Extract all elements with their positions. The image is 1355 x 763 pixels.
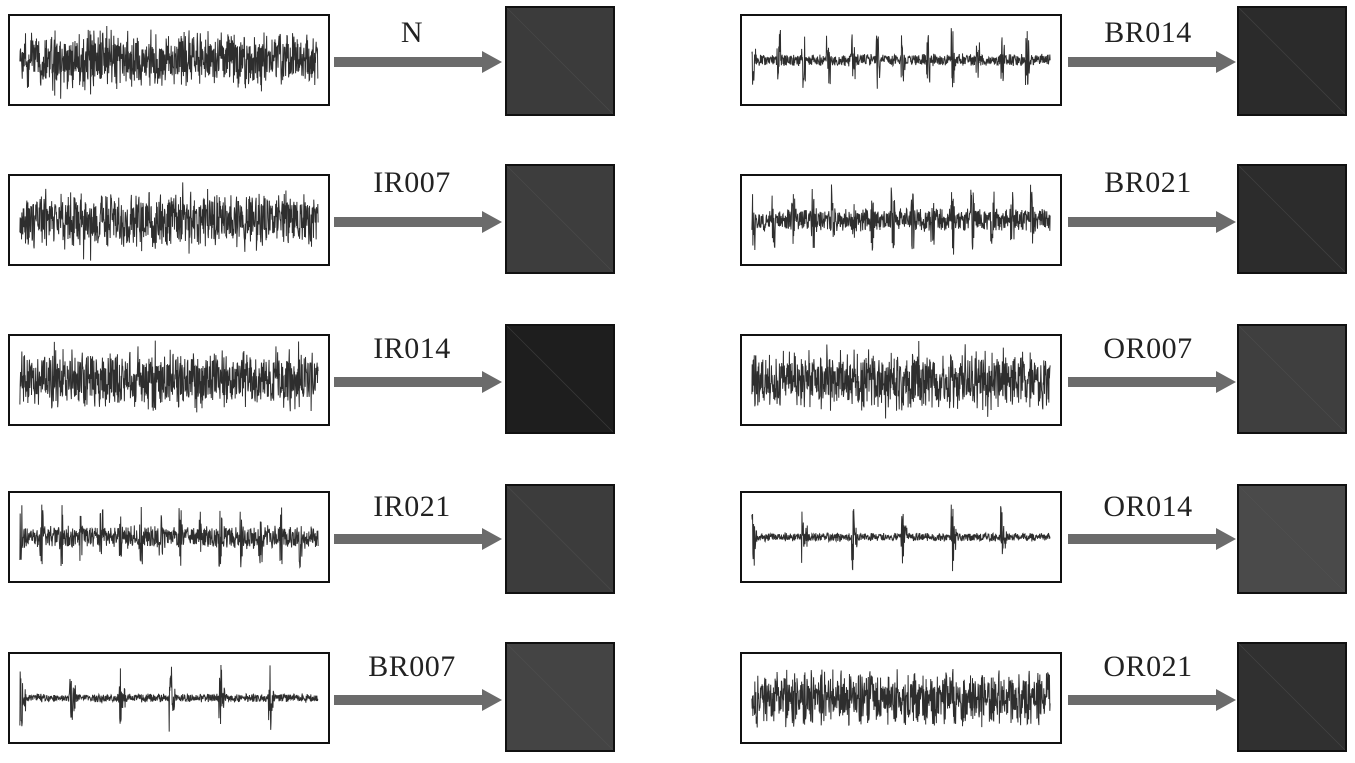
waveform-trace (751, 668, 1051, 728)
signal-waveform (8, 174, 330, 266)
arrow-right-icon (334, 51, 502, 73)
signal-waveform (8, 334, 330, 426)
output-image (505, 324, 615, 434)
class-label: IR021 (373, 490, 451, 523)
waveform-trace (19, 26, 319, 99)
output-image (505, 642, 615, 752)
waveform-trace (751, 184, 1051, 255)
arrow-right-icon (334, 528, 502, 550)
signal-waveform (740, 14, 1062, 106)
output-image (1237, 164, 1347, 274)
class-label: OR007 (1103, 332, 1193, 365)
output-image (1237, 6, 1347, 116)
output-image (505, 484, 615, 594)
class-label: BR014 (1104, 16, 1192, 49)
output-image (1237, 484, 1347, 594)
signal-waveform (740, 334, 1062, 426)
arrow-right-icon (1068, 689, 1236, 711)
output-image (1237, 324, 1347, 434)
arrow-right-icon (334, 211, 502, 233)
class-label: OR021 (1103, 650, 1193, 683)
class-label: IR007 (373, 166, 451, 199)
arrow-right-icon (1068, 51, 1236, 73)
waveform-trace (751, 28, 1051, 89)
signal-waveform (740, 174, 1062, 266)
output-image (1237, 642, 1347, 752)
output-image (505, 164, 615, 274)
waveform-trace (19, 182, 319, 261)
arrow-right-icon (1068, 371, 1236, 393)
signal-waveform (8, 491, 330, 583)
arrow-right-icon (1068, 528, 1236, 550)
arrow-right-icon (1068, 211, 1236, 233)
waveform-trace (19, 504, 319, 569)
class-label: BR007 (368, 650, 456, 683)
waveform-trace (751, 504, 1051, 572)
class-label: OR014 (1103, 490, 1193, 523)
output-image (505, 6, 615, 116)
waveform-trace (19, 340, 319, 413)
signal-waveform (8, 14, 330, 106)
waveform-trace (751, 340, 1051, 419)
arrow-right-icon (334, 371, 502, 393)
arrow-right-icon (334, 689, 502, 711)
signal-waveform (740, 652, 1062, 744)
class-label: IR014 (373, 332, 451, 365)
class-label: N (400, 16, 424, 49)
class-label: BR021 (1104, 166, 1192, 199)
waveform-trace (19, 664, 319, 732)
signal-waveform (8, 652, 330, 744)
signal-waveform (740, 491, 1062, 583)
